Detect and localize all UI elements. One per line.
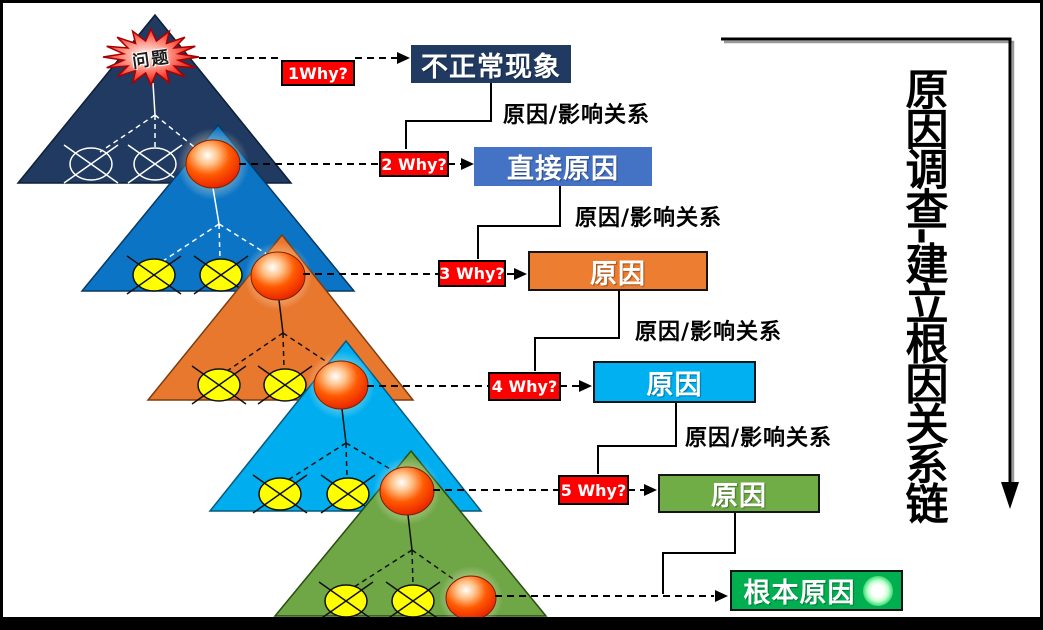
relation-label-2: 原因/影响关系 [575, 206, 723, 231]
root-cause-ball [445, 575, 497, 621]
diagram-shapes [16, 13, 1019, 627]
relation-label-1: 原因/影响关系 [503, 103, 651, 128]
cause-ball [185, 139, 241, 189]
crossed-circle-icon [126, 255, 249, 295]
dashed-connectors [199, 57, 714, 597]
glow-orb-icon [863, 575, 893, 606]
cause-box-5: 原因 [658, 474, 820, 513]
crossed-circle-icon [252, 474, 376, 514]
why2-badge: 2 Why? [379, 151, 449, 177]
crossed-circle-icon [63, 144, 183, 184]
crossed-circle-icon [191, 365, 313, 405]
cause-box-4: 原因 [593, 361, 756, 403]
cause-ball [379, 466, 435, 516]
why1-badge: 1Why? [281, 60, 355, 86]
relation-label-4: 原因/影响关系 [685, 426, 833, 451]
triangle-level5 [273, 449, 548, 627]
process-direction-arrow [721, 37, 1019, 509]
root-cause-label: 根本原因 [743, 578, 856, 609]
why5-badge: 5 Why? [558, 475, 629, 505]
arrowheads [397, 52, 728, 602]
direct-cause-box: 直接原因 [474, 147, 652, 186]
crossed-circle-icon [318, 581, 441, 621]
abnormal-phenomenon-box: 不正常现象 [411, 45, 571, 83]
root-cause-box: 根本原因 [730, 570, 903, 611]
problem-starburst [102, 27, 200, 87]
elbow-connectors [405, 83, 736, 594]
vertical-title: 原因调查-建立根因关系链 [898, 67, 948, 522]
why3-badge: 3 Why? [438, 260, 506, 287]
cause-ball [313, 360, 369, 410]
cause-ball [250, 251, 306, 301]
cause-box-3: 原因 [528, 251, 708, 291]
relation-label-3: 原因/影响关系 [635, 320, 783, 345]
bottom-border-bar [3, 617, 1040, 627]
why4-badge: 4 Why? [488, 372, 561, 401]
